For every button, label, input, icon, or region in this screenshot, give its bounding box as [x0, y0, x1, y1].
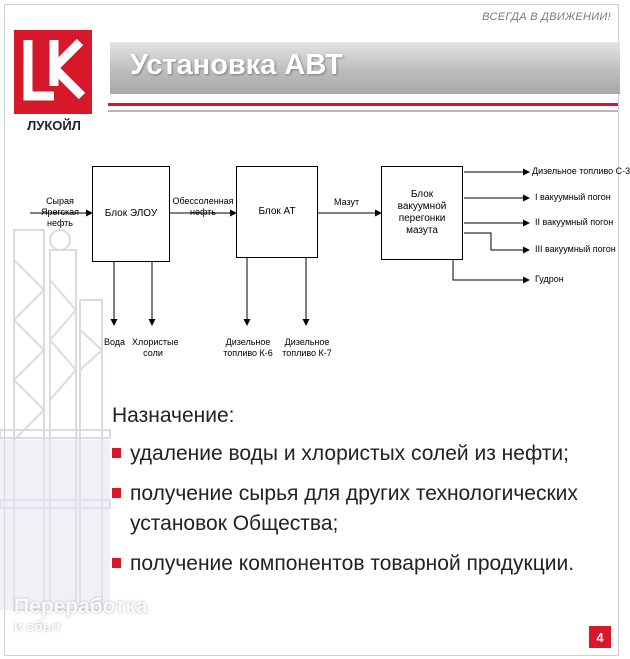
output-label: II вакуумный погон — [535, 217, 614, 227]
company-tagline: ВСЕГДА В ДВИЖЕНИИ! — [482, 11, 611, 23]
desalted-label: Обессоленная нефть — [172, 196, 234, 217]
output-label: III вакуумный погон — [535, 244, 616, 254]
purpose-heading: Назначение: — [112, 404, 235, 427]
lukoil-logo-icon — [14, 30, 92, 114]
arrow-out-4 — [464, 232, 530, 254]
output-label: Гудрон — [535, 274, 564, 284]
list-item-text: получение компонентов товарной продукции… — [130, 552, 575, 575]
list-item-text: удаление воды и хлористых солей из нефти… — [130, 442, 569, 465]
section-label-line2: и сбыт — [14, 618, 62, 634]
water-label: Вода — [104, 337, 126, 347]
bullet-square-icon — [112, 558, 121, 568]
at-block: Блок АТ — [236, 166, 318, 258]
chlorides-label: Хлористые соли — [132, 337, 179, 358]
output-label: I вакуумный погон — [535, 192, 611, 202]
logo-wordmark: ЛУКОЙЛ — [27, 118, 81, 133]
header-red-divider — [108, 103, 618, 106]
list-item: удаление воды и хлористых солей из нефти… — [112, 439, 592, 469]
purpose-list: удаление воды и хлористых солей из нефти… — [112, 439, 592, 589]
section-label: Переработка и сбыт — [14, 595, 148, 635]
elou-block: Блок ЭЛОУ — [92, 166, 170, 262]
vacuum-block: Блок вакуумной перегонки мазута — [381, 166, 463, 260]
bullet-square-icon — [112, 488, 121, 498]
diesel-k6-label: Дизельное топливо К-6 — [223, 337, 273, 358]
arrow-out-5 — [452, 260, 530, 284]
output-label: Дизельное топливо С-3 — [532, 166, 630, 176]
page-title: Установка АВТ — [130, 49, 343, 81]
list-item: получение сырья для других технологическ… — [112, 479, 592, 539]
mazut-label: Мазут — [334, 197, 360, 207]
title-band — [110, 42, 620, 94]
page-number: 4 — [589, 626, 611, 648]
input-label: Сырая Ярегская нефть — [40, 196, 80, 228]
list-item: получение компонентов товарной продукции… — [112, 549, 592, 579]
list-item-text: получение сырья для других технологическ… — [130, 482, 578, 535]
bullet-square-icon — [112, 448, 121, 458]
header-gray-divider — [108, 110, 618, 112]
diesel-k7-label: Дизельное топливо К-7 — [282, 337, 332, 358]
section-label-line1: Переработка — [14, 595, 148, 618]
